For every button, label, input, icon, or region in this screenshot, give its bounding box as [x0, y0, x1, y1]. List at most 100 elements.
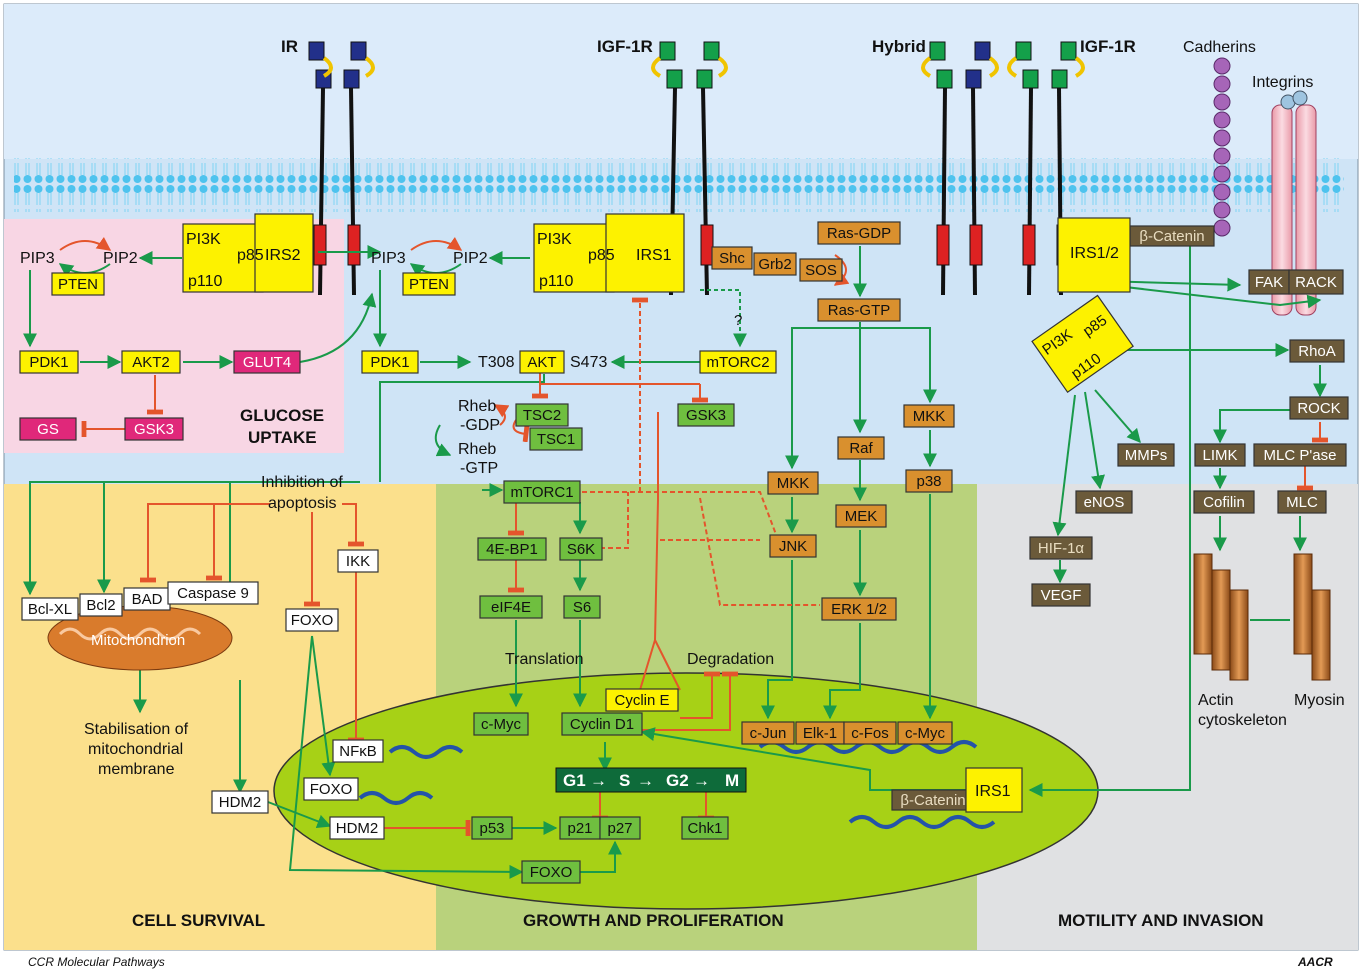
- node-cfos: c-Fos: [843, 721, 897, 745]
- node-p53: p53: [471, 816, 513, 840]
- node-pdk1-l-label: PDK1: [29, 354, 68, 371]
- node-shc: Shc: [711, 246, 753, 270]
- node-cmyc-l: c-Myc: [473, 712, 529, 736]
- node-ras-gdp-label: Ras-GDP: [827, 225, 891, 242]
- node-cfos-label: c-Fos: [851, 725, 889, 742]
- node-gsk3-l-label: GSK3: [134, 421, 174, 438]
- node-mmps: MMPs: [1117, 443, 1175, 467]
- stabilisation-1: Stabilisation of: [84, 721, 189, 738]
- node-pdk1-c: PDK1: [361, 350, 419, 374]
- cadherins-chain: [1213, 57, 1231, 237]
- hybrid-receptor: [921, 41, 999, 296]
- svg-text:→: →: [693, 771, 710, 790]
- pip3-center: PIP3: [371, 250, 406, 267]
- pip2-left: PIP2: [103, 250, 138, 267]
- node-erk: ERK 1/2: [821, 597, 897, 621]
- irs1-nucleus-text: IRS1: [975, 783, 1011, 800]
- cc-g1: G1: [563, 771, 586, 790]
- node-bcat-bot-label: β-Catenin: [900, 792, 965, 809]
- node-akt: AKT: [519, 350, 565, 374]
- node-hif: HIF-1α: [1029, 536, 1093, 560]
- node-grb2-label: Grb2: [758, 256, 791, 273]
- node-cyclin-e: Cyclin E: [605, 688, 679, 712]
- node-vegf: VEGF: [1031, 583, 1091, 607]
- node-foxo3-label: FOXO: [530, 864, 573, 881]
- mitochondrion-label: Mitochondrion: [91, 632, 185, 649]
- irs1-text: IRS1: [636, 247, 672, 264]
- node-s6k: S6K: [559, 537, 603, 561]
- receptors: [308, 41, 1317, 316]
- ir-label: IR: [281, 37, 298, 56]
- node-mlcpase: MLC P'ase: [1253, 443, 1347, 467]
- node-cjun: c-Jun: [741, 721, 795, 745]
- node-gs: GS: [19, 417, 77, 441]
- node-casp9: Caspase 9: [167, 581, 259, 605]
- integrins-pillars: [1271, 90, 1317, 316]
- pip2-center: PIP2: [453, 250, 488, 267]
- node-mkk1: MKK: [767, 471, 819, 495]
- node-jnk: JNK: [769, 534, 817, 558]
- node-pten-c-label: PTEN: [409, 276, 449, 293]
- node-cmyc-l-label: c-Myc: [481, 716, 521, 733]
- section-motility: MOTILITY AND INVASION: [1058, 911, 1264, 930]
- node-mek-label: MEK: [845, 508, 878, 525]
- node-nfkb-label: NFκB: [339, 743, 377, 760]
- node-mlc: MLC: [1277, 490, 1327, 514]
- node-akt2-label: AKT2: [132, 354, 170, 371]
- node-pten-c: PTEN: [402, 272, 456, 296]
- section-growth: GROWTH AND PROLIFERATION: [523, 911, 784, 930]
- t308-label: T308: [478, 354, 515, 371]
- pi3k-l-text: PI3K: [186, 231, 221, 248]
- footer-caption: CCR Molecular Pathways: [28, 955, 165, 969]
- node-mkk2: MKK: [903, 404, 955, 428]
- aacr-logo: AACR: [1297, 955, 1333, 969]
- node-jnk-label: JNK: [779, 538, 807, 555]
- background: [3, 3, 1359, 951]
- node-p38: p38: [905, 469, 953, 493]
- node-shc-label: Shc: [719, 250, 745, 267]
- stabilisation-2: mitochondrial: [88, 741, 183, 758]
- igf1r-center-label: IGF-1R: [597, 37, 653, 56]
- node-cmyc-r: c-Myc: [897, 721, 953, 745]
- node-bclxl: Bcl-XL: [21, 597, 79, 621]
- irs12-text: IRS1/2: [1070, 245, 1119, 262]
- node-chk1-label: Chk1: [687, 820, 722, 837]
- node-pdk1-l: PDK1: [19, 350, 79, 374]
- node-erk-label: ERK 1/2: [831, 601, 887, 618]
- node-enos-label: eNOS: [1084, 494, 1125, 511]
- svg-text:→: →: [637, 771, 654, 790]
- node-gsk3-l: GSK3: [124, 417, 184, 441]
- actin-label-2: cytoskeleton: [1198, 712, 1287, 729]
- node-limk: LIMK: [1194, 443, 1246, 467]
- node-s6: S6: [563, 595, 601, 619]
- inhibition-label-2: apoptosis: [268, 495, 337, 512]
- cell-membrane: [14, 158, 1344, 212]
- integrins-label: Integrins: [1252, 74, 1313, 91]
- p110-l-text: p110: [188, 273, 223, 290]
- node-ikk-label: IKK: [346, 553, 370, 570]
- node-vegf-label: VEGF: [1041, 587, 1082, 604]
- stabilisation-3: membrane: [98, 761, 175, 778]
- glucose-label: GLUCOSE: [240, 406, 324, 425]
- node-bad-label: BAD: [132, 591, 163, 608]
- node-gs-label: GS: [37, 421, 59, 438]
- node-raf: Raf: [837, 436, 885, 460]
- node-foxo3: FOXO: [521, 860, 581, 884]
- node-s6k-label: S6K: [567, 541, 595, 558]
- node-foxo2-label: FOXO: [310, 781, 353, 798]
- node-rhoa-label: RhoA: [1298, 343, 1336, 360]
- node-foxo2: FOXO: [303, 777, 359, 801]
- node-nfkb: NFκB: [332, 739, 384, 763]
- section-cell-survival: CELL SURVIVAL: [132, 911, 265, 930]
- rheb-gtp-2: -GTP: [460, 460, 498, 477]
- node-p27: p27: [599, 816, 641, 840]
- uptake-label: UPTAKE: [248, 428, 317, 447]
- ir-receptor: [308, 41, 375, 296]
- node-bcl2-label: Bcl2: [86, 597, 115, 614]
- question-mark: ?: [734, 312, 742, 329]
- node-casp9-label: Caspase 9: [177, 585, 249, 602]
